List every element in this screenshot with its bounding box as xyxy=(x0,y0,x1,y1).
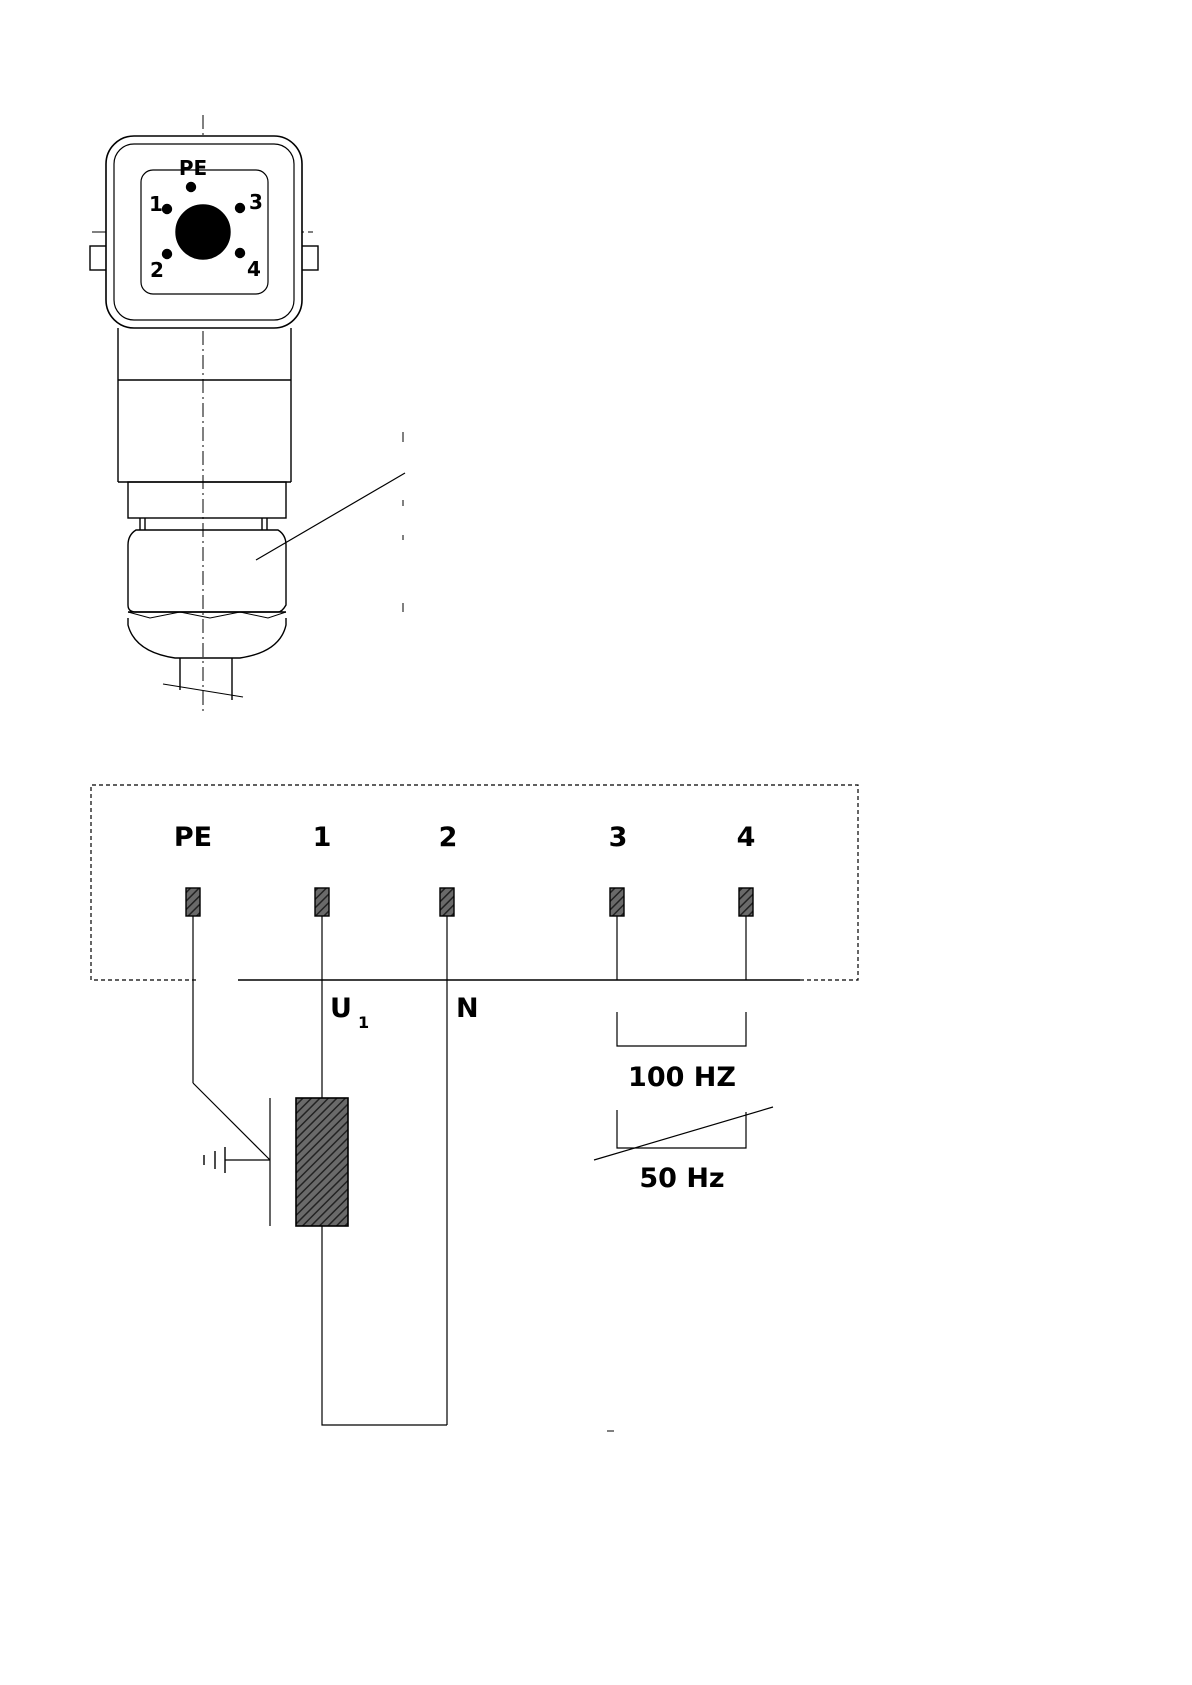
terminal-label-pe: PE xyxy=(174,822,212,853)
gland-nut xyxy=(128,530,286,612)
pin-pe-dot xyxy=(187,183,196,192)
terminal-label-4: 4 xyxy=(737,822,756,853)
pin-label-4: 4 xyxy=(247,257,261,281)
pin-label-2: 2 xyxy=(150,258,164,282)
terminal-block-1 xyxy=(315,888,329,916)
wiring-diagram xyxy=(91,785,858,1431)
thread-section xyxy=(128,482,286,518)
terminal-blocks xyxy=(186,888,753,916)
terminal-block-pe xyxy=(186,888,200,916)
terminal-label-2: 2 xyxy=(439,822,458,853)
terminal-block-2 xyxy=(440,888,454,916)
pin-1-dot xyxy=(163,205,172,214)
terminal-label-1: 1 xyxy=(313,822,332,853)
terminal-block-4 xyxy=(739,888,753,916)
pin-label-3: 3 xyxy=(249,190,263,214)
solenoid-coil xyxy=(296,1098,348,1226)
pin-label-pe: PE xyxy=(179,156,207,180)
connector-enclosure-dashed xyxy=(91,785,858,980)
terminal-block-3 xyxy=(610,888,624,916)
terminal-label-3: 3 xyxy=(609,822,628,853)
pin-3-dot xyxy=(236,204,245,213)
pin-label-1: 1 xyxy=(149,192,163,216)
supply-line-subscript: 1 xyxy=(358,1013,369,1032)
frequency-50hz-label: 50 Hz xyxy=(639,1163,724,1194)
ground-icon xyxy=(204,1147,225,1173)
cable-entry-hole xyxy=(176,205,230,259)
supply-line-label: U xyxy=(330,993,352,1024)
neutral-label: N xyxy=(456,993,479,1024)
pin-4-dot xyxy=(236,249,245,258)
bracket-50hz xyxy=(617,1110,746,1148)
frequency-100hz-label: 100 HZ xyxy=(628,1062,736,1093)
bracket-100hz xyxy=(617,1012,746,1046)
leader-line xyxy=(256,473,405,560)
connector-drawing xyxy=(90,115,405,712)
gland-dome xyxy=(128,618,286,658)
return-loop xyxy=(322,1226,447,1425)
